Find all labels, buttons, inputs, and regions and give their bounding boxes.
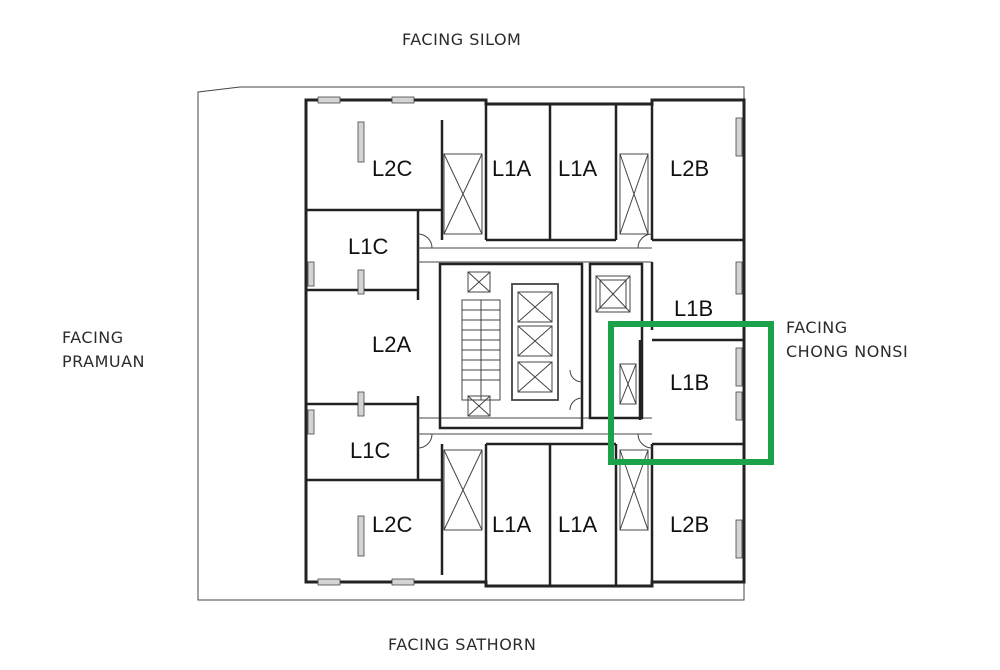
unit-label-right-lower: L1B	[670, 370, 709, 395]
core	[438, 262, 644, 430]
unit-label-right-upper: L1B	[674, 296, 713, 321]
unit-label-left-mid: L2A	[372, 332, 411, 357]
unit-label-bottom-mid-right: L1A	[558, 512, 597, 537]
top-row-walls	[306, 104, 744, 242]
bottom-row-walls	[306, 442, 744, 586]
doors	[417, 233, 653, 449]
service-shafts	[443, 153, 649, 531]
facing-east-line2: CHONG NONSI	[786, 342, 909, 361]
facing-south-label: FACING SATHORN	[388, 635, 537, 654]
unit-label-top-mid-left: L1A	[492, 156, 531, 181]
site-boundary	[197, 86, 745, 601]
facing-east-line1: FACING	[786, 318, 848, 337]
unit-label-bottom-mid-left: L1A	[492, 512, 531, 537]
highlighted-unit-frame	[608, 321, 774, 465]
unit-label-top-mid-right: L1A	[558, 156, 597, 181]
facing-west-line1: FACING	[62, 328, 124, 347]
facing-east-label: FACING CHONG NONSI	[786, 316, 908, 364]
facing-west-label: FACING PRAMUAN	[62, 326, 145, 374]
windows	[307, 96, 743, 586]
unit-label-left-upper: L1C	[348, 234, 388, 259]
unit-label-top-right: L2B	[670, 156, 709, 181]
right-side-walls	[638, 262, 744, 420]
unit-label-top-left: L2C	[372, 156, 412, 181]
unit-label-bottom-left: L2C	[372, 512, 412, 537]
facing-west-line2: PRAMUAN	[62, 352, 145, 371]
facing-north-label: FACING SILOM	[402, 30, 522, 49]
unit-label-bottom-right: L2B	[670, 512, 709, 537]
unit-label-left-lower: L1C	[350, 438, 390, 463]
